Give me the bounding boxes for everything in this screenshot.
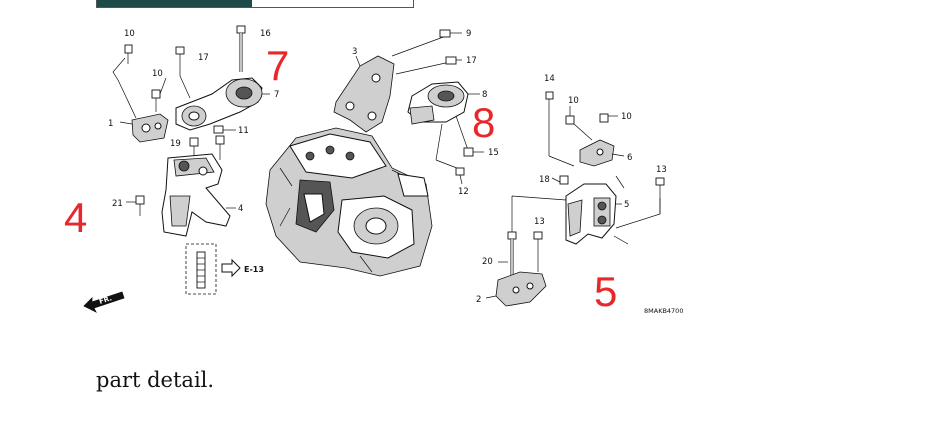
part-number-label: 18 — [539, 175, 550, 185]
part-number-label: 2 — [476, 295, 481, 305]
engine-block — [265, 127, 433, 277]
part-number-label: 20 — [482, 257, 493, 267]
part-number-label: 10 — [152, 69, 163, 79]
part-number-label: 16 — [260, 29, 271, 39]
part-number-label: 14 — [544, 74, 555, 84]
part-number-label: 15 — [488, 148, 499, 158]
part-number-label: 10 — [568, 96, 579, 106]
part-number-label: 8 — [482, 90, 487, 100]
left-mount-assembly — [126, 135, 241, 295]
part-number-label: 10 — [124, 29, 135, 39]
part-number-label: 4 — [238, 204, 243, 214]
part-number-label: 10 — [621, 112, 632, 122]
part-number-label: 6 — [627, 153, 632, 163]
front-label: FR. — [98, 294, 113, 306]
top-progress-bar — [96, 0, 414, 8]
annotation-mount-5: 5 — [594, 268, 617, 315]
part-number-label: 3 — [352, 47, 357, 57]
part-number-label: 19 — [170, 139, 181, 149]
part-number-label: 13 — [534, 217, 545, 227]
part-number-label: 12 — [458, 187, 469, 197]
part-number-label: 9 — [466, 29, 471, 39]
part-number-label: 5 — [624, 200, 629, 210]
part-number-label: 13 — [656, 165, 667, 175]
caption-text: part detail. — [96, 368, 215, 392]
annotation-mount-4: 4 — [64, 194, 87, 241]
part-number-label: 1 — [108, 119, 113, 129]
torque-rod-assembly — [112, 25, 270, 143]
annotation-mount-7: 7 — [266, 42, 289, 89]
part-number-label: 17 — [466, 56, 477, 66]
upper-mount-assembly — [333, 29, 484, 185]
diagram-code: 8MAKB4700 — [644, 307, 683, 315]
part-number-label: 17 — [198, 53, 209, 63]
annotation-mount-8: 8 — [472, 99, 495, 146]
front-direction-arrow: FR. — [83, 291, 125, 313]
reference-label: E-13 — [244, 265, 264, 274]
right-mount-assembly — [485, 91, 665, 307]
part-number-label: 21 — [112, 199, 123, 209]
part-number-label: 11 — [238, 126, 249, 136]
part-number-label: 7 — [274, 90, 279, 100]
top-progress-bar-fill — [97, 0, 252, 7]
